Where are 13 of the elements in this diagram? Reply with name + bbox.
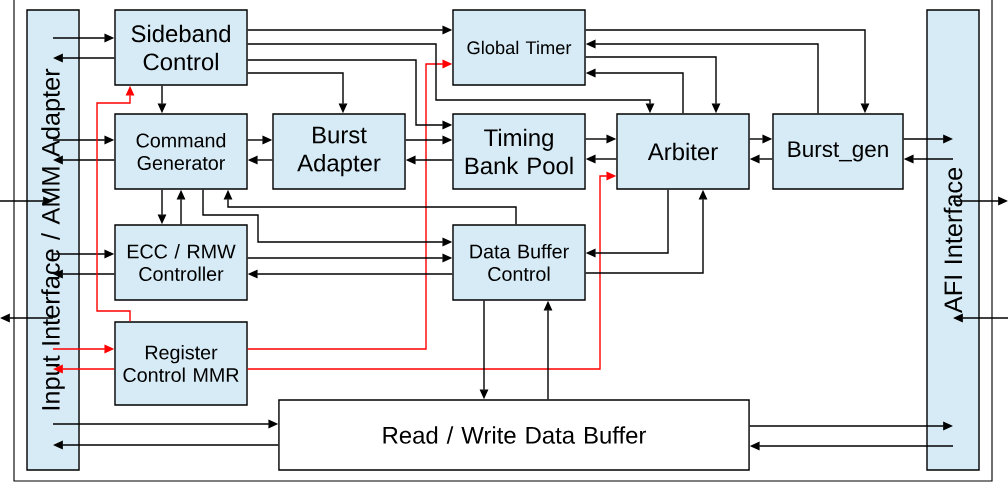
block-box: Command Generator [114,113,248,190]
block-box: Arbiter [616,113,750,190]
block-box: Burst Adapter [272,113,406,190]
buffer-box: Read / Write Data Buffer [278,399,750,471]
block-box: Global Timer [452,9,586,86]
interface-bar: Input Interface / AMM Adapter [26,9,80,471]
block-box: ECC / RMW Controller [114,224,248,301]
block-box: Timing Bank Pool [452,113,586,190]
block-box: Sideband Control [114,9,248,86]
block-box: Burst_gen [772,113,904,190]
block-box: Data Buffer Control [452,224,586,301]
interface-bar: AFI Interface [926,9,980,471]
block-box: Register Control MMR [114,321,248,406]
